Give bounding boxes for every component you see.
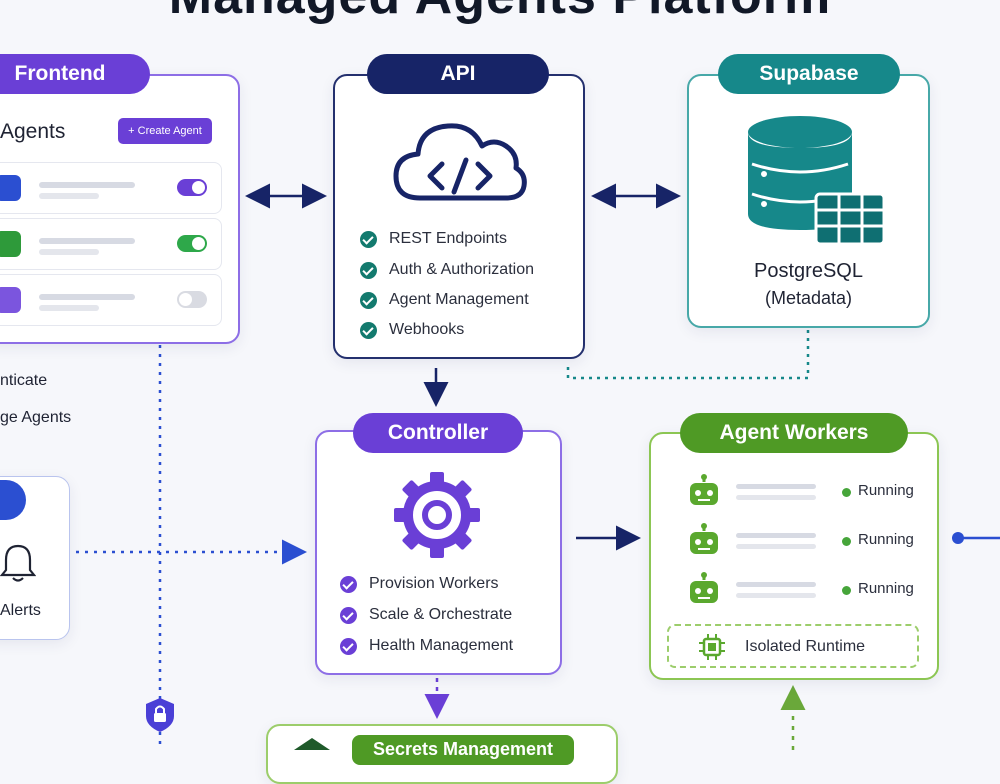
secrets-label: Secrets Management <box>352 735 574 765</box>
robot-icon <box>0 287 21 313</box>
worker-status: Running <box>858 580 914 597</box>
agent-row[interactable] <box>0 274 222 326</box>
check-icon <box>360 261 377 279</box>
db-desc: (Metadata) <box>764 288 853 308</box>
check-icon <box>340 606 357 624</box>
placeholder-line <box>736 533 816 538</box>
placeholder-line <box>39 294 135 300</box>
agent-row[interactable] <box>0 162 222 214</box>
controller-feature-health: Health Management <box>340 637 513 655</box>
diagram-title-fragment: Managed Agents Platform <box>0 0 1000 26</box>
connector-lines <box>76 183 1000 750</box>
gear-icon <box>394 472 480 558</box>
api-feature-agent-mgmt: Agent Management <box>360 291 529 309</box>
placeholder-line <box>736 544 816 549</box>
frontend-label: Frontend <box>0 54 150 94</box>
worker-row: Running <box>686 572 926 608</box>
api-feature-rest: REST Endpoints <box>360 230 507 248</box>
check-icon <box>360 321 377 339</box>
create-agent-button[interactable]: + Create Agent <box>118 118 212 144</box>
lock-icon <box>146 698 174 732</box>
worker-status: Running <box>858 531 914 548</box>
status-dot <box>842 488 851 497</box>
agent-row[interactable] <box>0 218 222 270</box>
workers-label: Agent Workers <box>680 413 908 453</box>
runtime-label: Isolated Runtime <box>745 638 866 655</box>
robot-icon <box>690 523 718 554</box>
right-edge-connector <box>952 532 1000 544</box>
placeholder-line <box>736 484 816 489</box>
placeholder-line <box>39 238 135 244</box>
chip-icon <box>699 634 725 660</box>
robot-icon <box>0 231 21 257</box>
check-icon <box>340 575 357 593</box>
alerts-label: Alerts <box>0 602 41 619</box>
placeholder-line <box>39 249 99 255</box>
agent-toggle[interactable] <box>177 291 207 308</box>
placeholder-line <box>39 182 135 188</box>
api-label: API <box>367 54 549 94</box>
robot-icon <box>690 572 718 603</box>
bell-icon <box>0 544 36 582</box>
placeholder-line <box>736 582 816 587</box>
placeholder-line <box>39 305 99 311</box>
worker-status: Running <box>858 482 914 499</box>
status-dot <box>842 537 851 546</box>
api-feature-webhooks: Webhooks <box>360 321 464 339</box>
workers-card <box>649 432 939 680</box>
isolated-runtime-box: Isolated Runtime <box>667 624 919 668</box>
dotted-supabase-link <box>566 330 810 380</box>
check-icon <box>360 230 377 248</box>
side-item-manage-agents: ge Agents <box>0 409 72 426</box>
api-card <box>333 74 585 359</box>
check-icon <box>340 637 357 655</box>
agent-toggle[interactable] <box>177 235 207 252</box>
robot-icon <box>0 175 21 201</box>
shield-icon <box>294 738 330 750</box>
placeholder-line <box>39 193 99 199</box>
placeholder-line <box>736 593 816 598</box>
controller-label: Controller <box>353 413 523 453</box>
status-dot <box>842 586 851 595</box>
database-icon <box>748 116 886 246</box>
db-name: PostgreSQL <box>754 260 863 282</box>
controller-feature-provision: Provision Workers <box>340 575 499 593</box>
worker-row: Running <box>686 523 926 559</box>
worker-row: Running <box>686 474 926 510</box>
agent-toggle[interactable] <box>177 179 207 196</box>
robot-icon <box>690 474 718 505</box>
side-item-authenticate: nticate <box>0 372 48 389</box>
api-feature-auth: Auth & Authorization <box>360 261 534 279</box>
check-icon <box>360 291 377 309</box>
placeholder-line <box>736 495 816 500</box>
agents-list-title: Agents <box>0 120 66 143</box>
controller-feature-scale: Scale & Orchestrate <box>340 606 512 624</box>
cloud-code-icon <box>393 123 527 201</box>
supabase-label: Supabase <box>718 54 900 94</box>
